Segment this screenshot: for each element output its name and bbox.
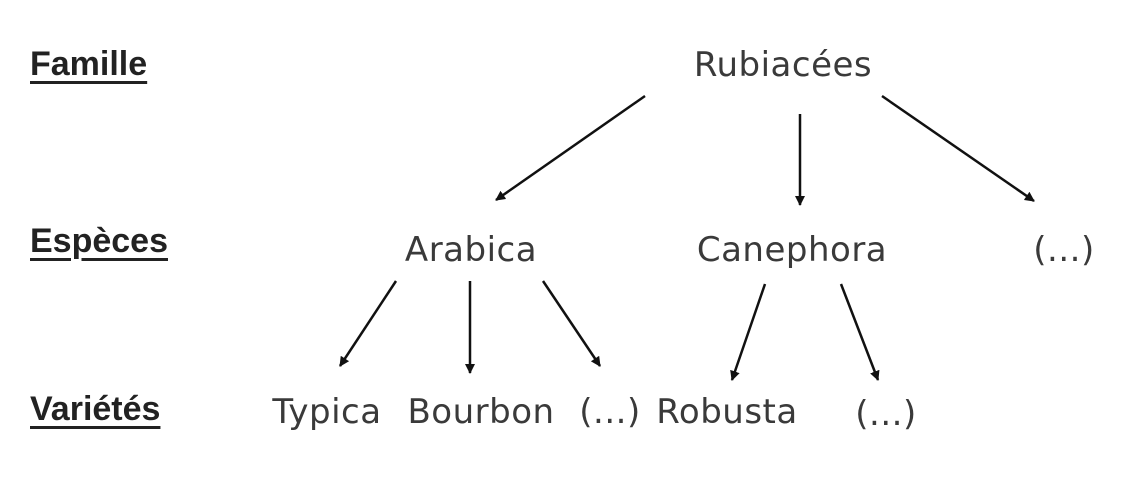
row-label-famille: Famille <box>30 45 148 83</box>
node-arabica-more: (...) <box>579 392 641 432</box>
node-typica: Typica <box>272 392 382 432</box>
arrow-rubiacees-to-more <box>881 94 1035 203</box>
arrow-rubiacees-to-arabica <box>495 94 646 202</box>
node-especes-more: (...) <box>1033 230 1095 270</box>
arrow-arabica-to-typica <box>338 280 398 367</box>
arrow-canephora-to-robusta <box>730 283 767 381</box>
node-robusta: Robusta <box>656 392 798 432</box>
node-canephora: Canephora <box>696 230 888 270</box>
node-bourbon: Bourbon <box>407 392 555 432</box>
arrow-canephora-to-more <box>839 283 880 381</box>
node-canephora-more: (...) <box>855 394 917 434</box>
node-arabica: Arabica <box>404 230 538 270</box>
row-label-varietes: Variétés <box>30 390 161 428</box>
row-label-especes: Espèces <box>30 222 168 260</box>
arrow-arabica-to-more <box>541 280 602 367</box>
node-rubiacees: Rubiacées <box>693 45 873 85</box>
